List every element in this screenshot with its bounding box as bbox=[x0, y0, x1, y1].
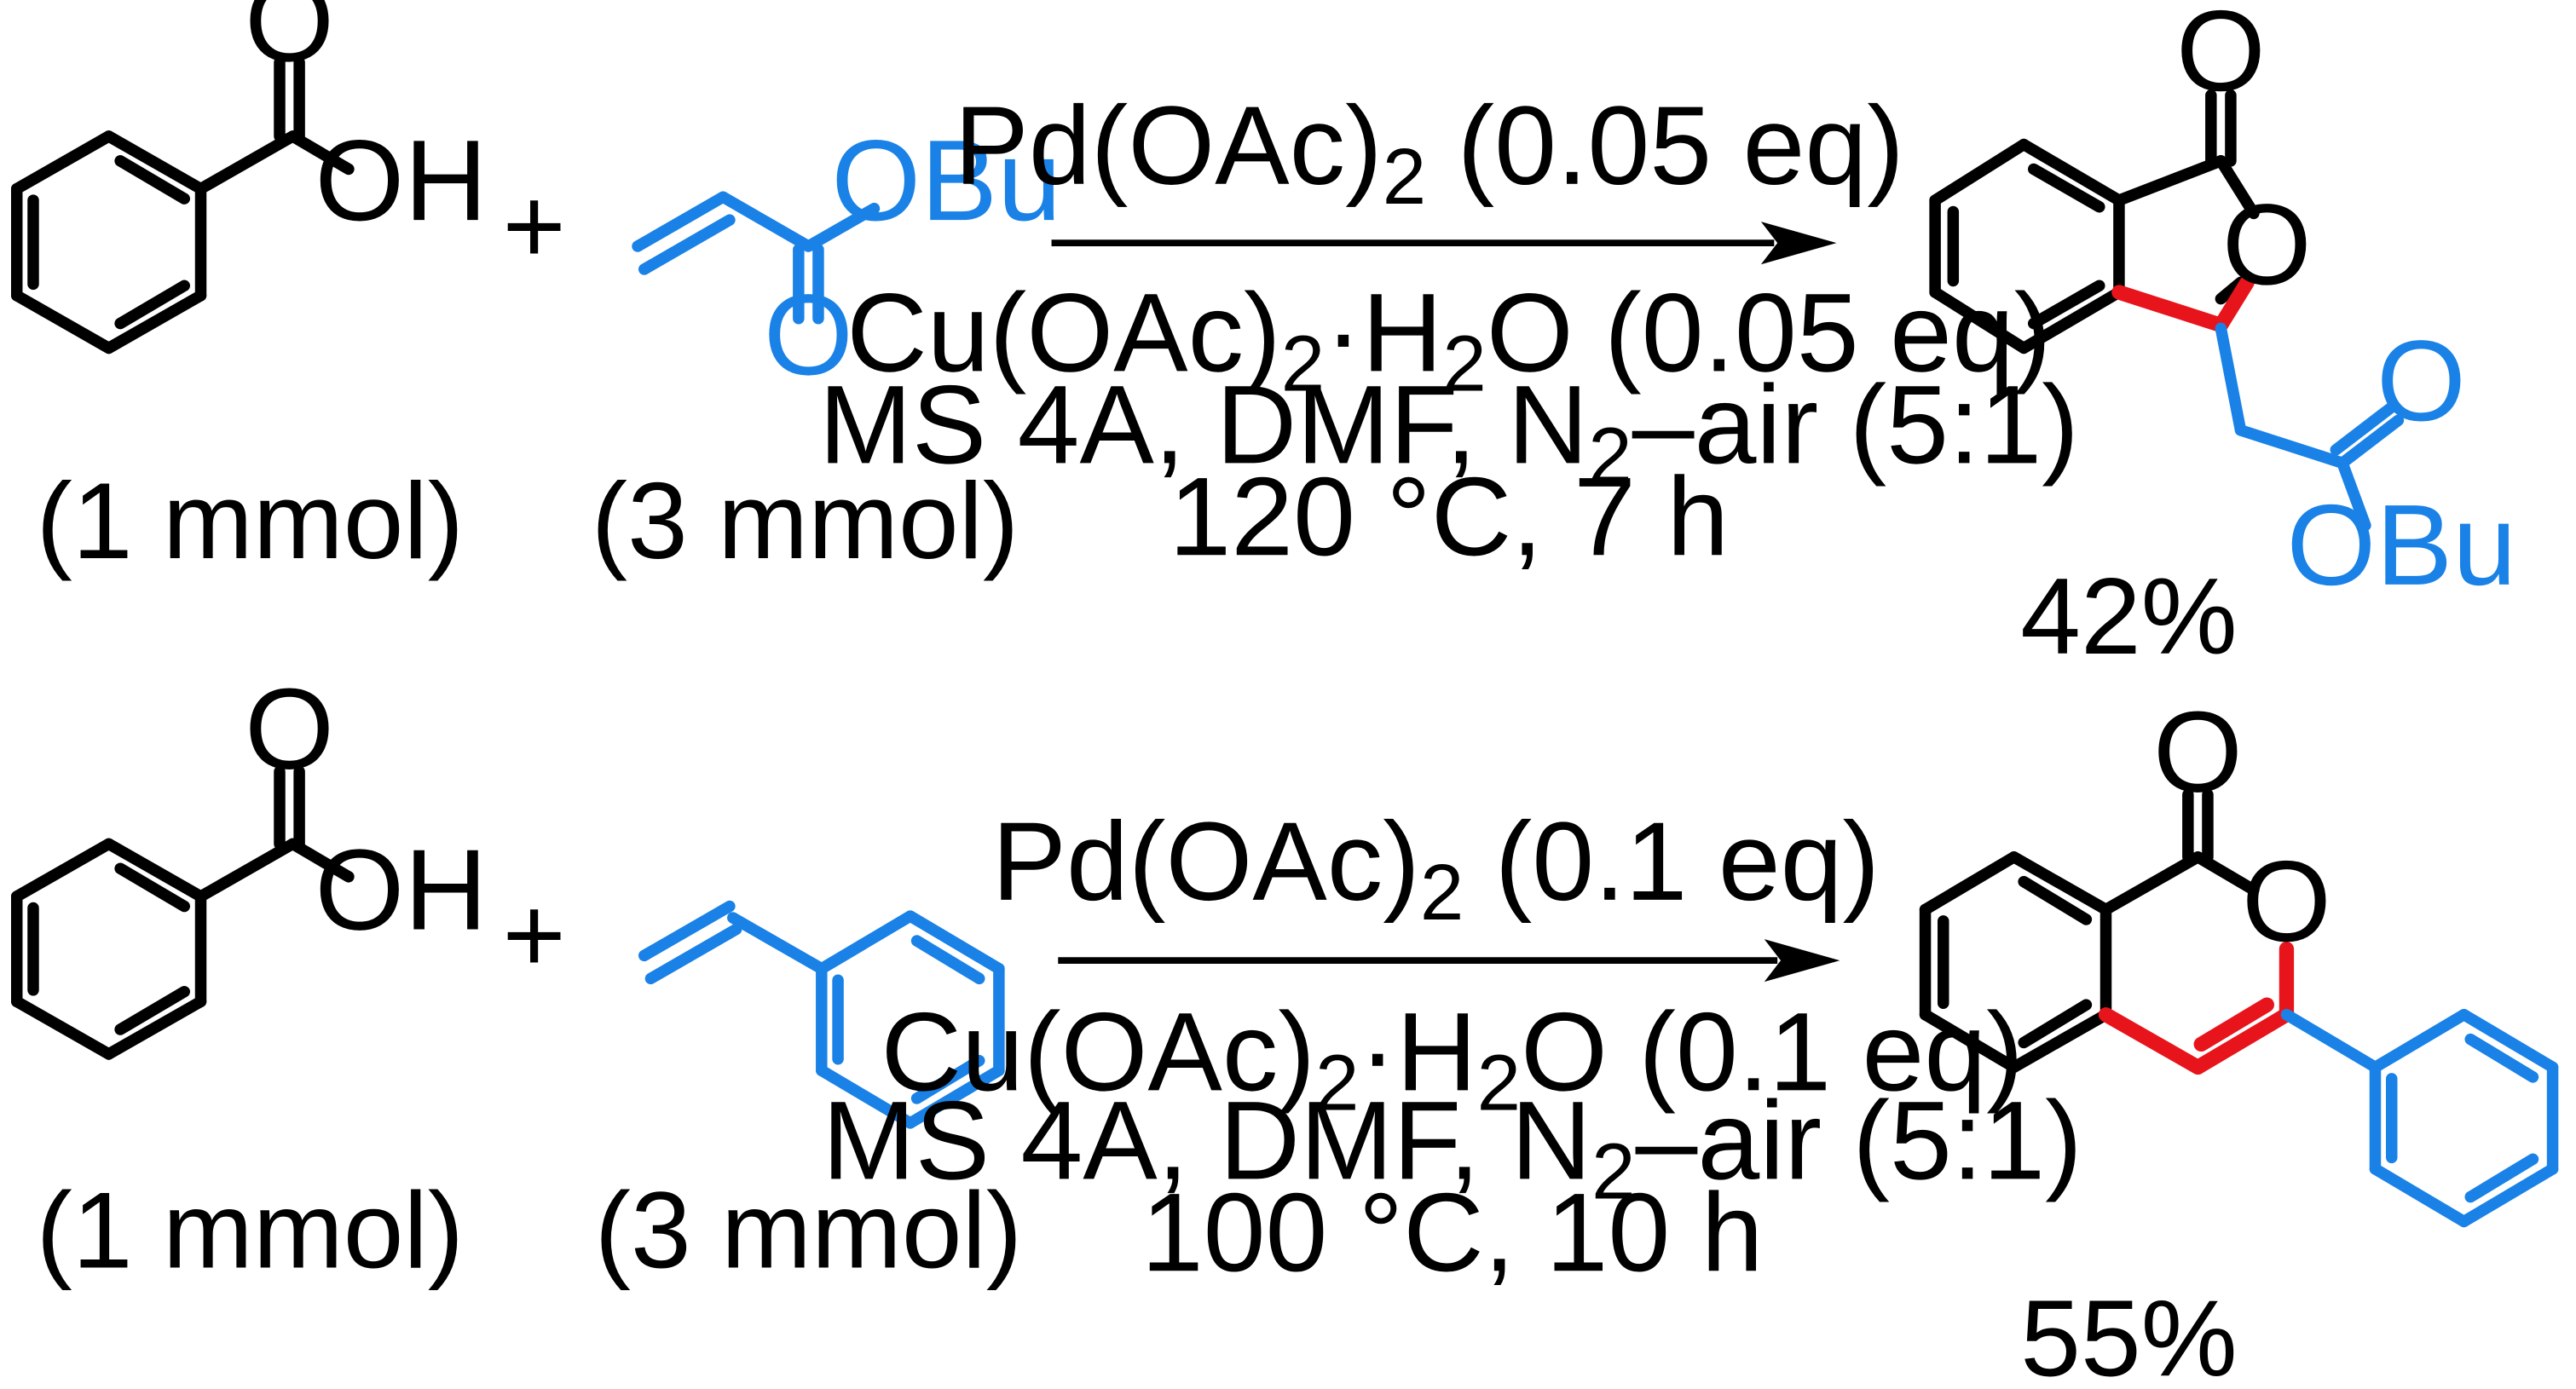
benzoic-acid-1-hydroxyl: OH bbox=[315, 116, 487, 245]
product-1-phthalide: O O O OBu 42% bbox=[1929, 0, 2516, 677]
product-1-ester-bonds bbox=[2215, 322, 2405, 532]
butyl-acrylate-bonds bbox=[632, 191, 881, 325]
product-1-new-bonds bbox=[2111, 274, 2255, 333]
conditions-1-temp-time: 120 °C, 7 h bbox=[1169, 453, 1729, 579]
conditions-1-oxidant: Cu(OAc)2·H2O (0.05 eq) bbox=[846, 269, 2051, 407]
product-2-new-bonds bbox=[2098, 941, 2295, 1075]
product-1-ester-carbonyl-o: O bbox=[2377, 316, 2466, 445]
benzoic-acid-2-hydroxyl: OH bbox=[315, 826, 487, 954]
benzoic-acid-1-bonds bbox=[10, 56, 355, 354]
benzoic-acid-2: O OH (1 mmol) bbox=[10, 665, 488, 1290]
product-1-black-bonds bbox=[1929, 89, 2260, 354]
conditions-1-catalyst: Pd(OAc)2 (0.05 eq) bbox=[954, 83, 1903, 221]
reaction-arrow-1 bbox=[1051, 222, 1837, 265]
benzoic-acid-2-carbonyl-o: O bbox=[245, 665, 334, 793]
conditions-2-additives: MS 4A, DMF, N2–air (5:1) bbox=[823, 1077, 2082, 1215]
styrene-amount: (3 mmol) bbox=[595, 1169, 1023, 1290]
benzoic-acid-1-carbonyl-o: O bbox=[245, 0, 334, 85]
product-2-phenyl-bonds bbox=[2280, 1008, 2559, 1228]
plus-sign-1: + bbox=[503, 164, 566, 285]
product-2-carbonyl-o: O bbox=[2153, 688, 2243, 816]
butyl-acrylate: OBu O (3 mmol) bbox=[592, 116, 1061, 581]
product-1-ring-o: O bbox=[2222, 180, 2312, 308]
product-2-isocoumarin: O O 55% bbox=[1919, 688, 2559, 1389]
product-2-ring-o: O bbox=[2242, 837, 2331, 965]
butyl-acrylate-carbonyl-o: O bbox=[764, 270, 853, 399]
conditions-2-temp-time: 100 °C, 10 h bbox=[1141, 1169, 1764, 1294]
conditions-2-oxidant: Cu(OAc)2·H2O (0.1 eq) bbox=[881, 988, 2023, 1127]
conditions-1: Pd(OAc)2 (0.05 eq) Cu(OAc)2·H2O (0.05 eq… bbox=[819, 83, 2079, 579]
benzoic-acid-1: O OH (1 mmol) bbox=[10, 0, 488, 581]
styrene-bonds bbox=[638, 900, 1005, 1129]
styrene: (3 mmol) bbox=[595, 900, 1023, 1290]
butyl-acrylate-ester-label: OBu bbox=[831, 116, 1061, 245]
benzoic-acid-1-amount: (1 mmol) bbox=[37, 460, 465, 581]
product-2-black-bonds bbox=[1919, 788, 2260, 1074]
conditions-2-catalyst: Pd(OAc)2 (0.1 eq) bbox=[992, 798, 1880, 937]
conditions-1-additives: MS 4A, DMF, N2–air (5:1) bbox=[819, 361, 2079, 499]
product-1-yield: 42% bbox=[2020, 556, 2238, 677]
plus-sign-2: + bbox=[503, 874, 566, 995]
product-2-yield: 55% bbox=[2020, 1278, 2238, 1389]
benzoic-acid-2-amount: (1 mmol) bbox=[37, 1169, 465, 1290]
conditions-2: Pd(OAc)2 (0.1 eq) Cu(OAc)2·H2O (0.1 eq) … bbox=[823, 798, 2082, 1294]
product-1-ester-label: OBu bbox=[2286, 481, 2516, 609]
butyl-acrylate-amount: (3 mmol) bbox=[592, 460, 1019, 581]
benzoic-acid-2-bonds bbox=[10, 765, 355, 1060]
reaction-arrow-2 bbox=[1058, 939, 1840, 983]
product-1-carbonyl-o: O bbox=[2176, 0, 2266, 115]
